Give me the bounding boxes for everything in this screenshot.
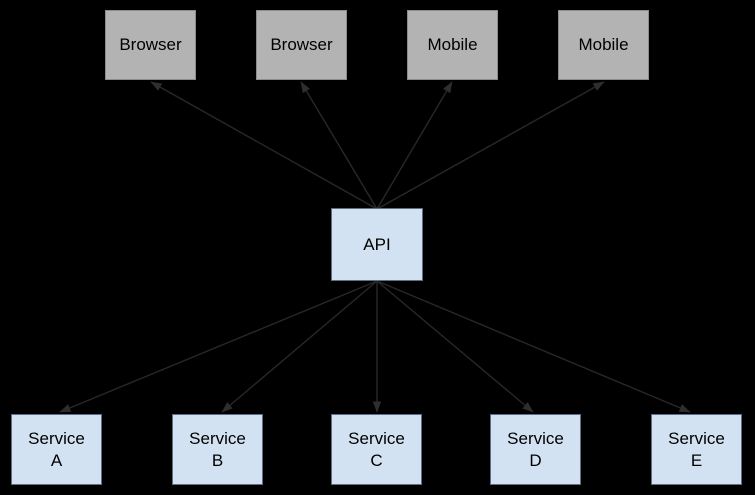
node-browser-1: Browser: [105, 10, 196, 80]
edge-api-service-d: [376, 280, 534, 413]
edge-api-browser-2: [300, 81, 378, 210]
node-browser-2: Browser: [256, 10, 347, 80]
node-service-e: Service E: [651, 414, 742, 485]
edge-api-mobile-1: [376, 81, 453, 210]
node-service-d: Service D: [490, 414, 581, 485]
node-mobile-1: Mobile: [407, 10, 498, 80]
edge-api-mobile-2: [376, 81, 605, 210]
node-service-c: Service C: [331, 414, 422, 485]
edge-api-service-b: [221, 280, 378, 413]
edge-api-service-a: [59, 280, 378, 413]
node-service-a: Service A: [11, 414, 102, 485]
node-api: API: [331, 208, 423, 281]
edge-api-browser-1: [150, 81, 378, 210]
node-service-b: Service B: [172, 414, 263, 485]
edge-api-service-e: [376, 280, 691, 413]
node-mobile-2: Mobile: [558, 10, 649, 80]
